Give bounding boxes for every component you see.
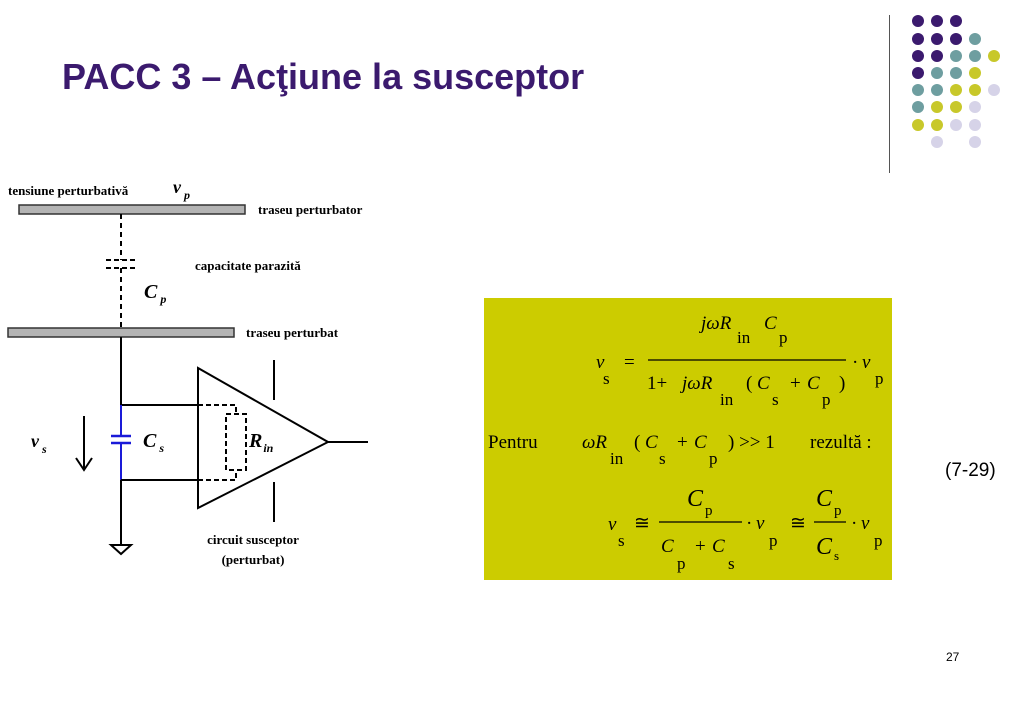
eq1-equals: = — [624, 352, 635, 373]
symbol-rin-sub: in — [263, 441, 273, 455]
decorative-dot-grid — [912, 15, 1000, 148]
eq1-den-one-plus: 1+ — [647, 373, 667, 394]
title-divider — [889, 15, 890, 173]
eq2-v2: v — [861, 513, 870, 534]
dot-row-8 — [931, 136, 981, 148]
eq1-vs: v — [596, 352, 605, 373]
eq1-vs-sub: s — [603, 369, 610, 388]
eq1-vs-main: v — [596, 352, 605, 373]
dot-row-1 — [912, 15, 962, 27]
eq2-approx2: ≅ — [790, 513, 806, 534]
dot-row-6 — [912, 101, 981, 113]
dot-row-7 — [912, 119, 981, 131]
symbol-rin-main: R — [248, 430, 262, 452]
symbol-vp-main: v — [173, 177, 182, 197]
eq1-den-cs: C — [757, 373, 770, 394]
eq2-den2-c: C — [816, 534, 833, 560]
eq1-den-s: s — [772, 390, 779, 409]
eq1-den-p: p — [822, 390, 831, 409]
eq2-vs-sub: s — [618, 531, 625, 550]
rin-resistor — [225, 413, 247, 471]
eq2-num2-c: C — [816, 486, 833, 512]
cond-cp: C — [694, 432, 707, 453]
dot-row-4 — [912, 67, 981, 79]
cond-pentru: Pentru — [488, 432, 538, 453]
eq2-den-s: s — [728, 554, 735, 573]
page-title: PACC 3 – Acţiune la susceptor — [62, 56, 585, 97]
eq2-approx1: ≅ — [634, 513, 650, 534]
cond-rezulta: rezultă : — [810, 432, 872, 453]
formula-svg: v s = jωR in C p · v p 1+ jωR in ( C s +… — [488, 313, 884, 573]
equation-number: (7-29) — [945, 460, 996, 481]
eq1-num-in: in — [737, 328, 751, 347]
dot-row-5 — [912, 84, 1000, 96]
label-disturbed-trace: traseu perturbat — [246, 325, 339, 340]
arrow-down-icon — [75, 457, 93, 472]
cond-in: in — [610, 449, 624, 468]
eq2-v1: v — [756, 513, 765, 534]
eq2-v1-sub: p — [769, 531, 778, 550]
symbol-cp-main: C — [144, 281, 158, 303]
dot-row-3 — [912, 50, 1000, 62]
symbol-cs-sub: s — [158, 441, 164, 455]
label-circuit-line1: circuit susceptor — [207, 532, 299, 547]
eq1-num-c: C — [764, 313, 777, 334]
page-number: 27 — [946, 650, 960, 664]
label-circuit-line2: (perturbat) — [222, 552, 285, 567]
symbol-vs-main: v — [31, 431, 40, 451]
cond-cs: C — [645, 432, 658, 453]
eq1-v: v — [862, 352, 871, 373]
eq1-v-sub: p — [875, 369, 884, 388]
eq2-dot2: · — [851, 513, 857, 534]
label-disturbing-trace: traseu perturbator — [258, 202, 363, 217]
symbol-cs-main: C — [143, 430, 157, 452]
label-disturbing-voltage: tensiune perturbativă — [8, 183, 129, 198]
eq2-num2-p: p — [834, 503, 842, 519]
amplifier-triangle — [197, 366, 331, 510]
eq1-num-p: p — [779, 328, 788, 347]
eq1-den-in: in — [720, 390, 734, 409]
formula-box: v s = jωR in C p · v p 1+ jωR in ( C s +… — [484, 298, 892, 580]
symbol-vp-sub: p — [183, 188, 190, 202]
eq1-den-close: ) — [839, 373, 845, 394]
cond-open: ( — [634, 432, 640, 453]
ground-icon — [108, 544, 134, 556]
cond-s: s — [659, 449, 666, 468]
eq1-den-plus: + — [790, 373, 801, 394]
eq1-den-open: ( — [746, 373, 752, 394]
label-parasitic-capacitance: capacitate parazită — [195, 258, 301, 273]
dot-row-2 — [912, 33, 981, 45]
cond-wr: ωR — [582, 432, 607, 453]
eq2-num-c: C — [687, 486, 704, 512]
symbol-vs-sub: s — [41, 442, 47, 456]
eq2-den-c2: C — [712, 536, 725, 557]
cond-much-greater: ) >> 1 — [728, 432, 775, 453]
disturbing-trace — [18, 204, 246, 215]
eq2-den-plus: + — [695, 536, 706, 557]
eq2-den-p: p — [677, 554, 686, 573]
eq2-v2-sub: p — [874, 531, 883, 550]
symbol-cp-sub: p — [159, 292, 166, 306]
eq2-den-c1: C — [661, 536, 674, 557]
symbol-rin: Rin — [248, 430, 274, 455]
eq1-den-cp: C — [807, 373, 820, 394]
eq1-num-jwr: jωR — [698, 313, 732, 334]
eq2-num-p: p — [705, 503, 713, 519]
cond-p: p — [709, 449, 718, 468]
eq2-vs: v — [608, 514, 617, 535]
eq2-dot1: · — [746, 513, 752, 534]
eq1-den-jwr: jωR — [679, 373, 713, 394]
disturbed-trace — [7, 327, 235, 338]
cond-plus: + — [677, 432, 688, 453]
eq2-den2-s: s — [834, 548, 839, 563]
rin-dashed-path — [198, 404, 237, 481]
eq1-dot: · — [852, 352, 858, 373]
